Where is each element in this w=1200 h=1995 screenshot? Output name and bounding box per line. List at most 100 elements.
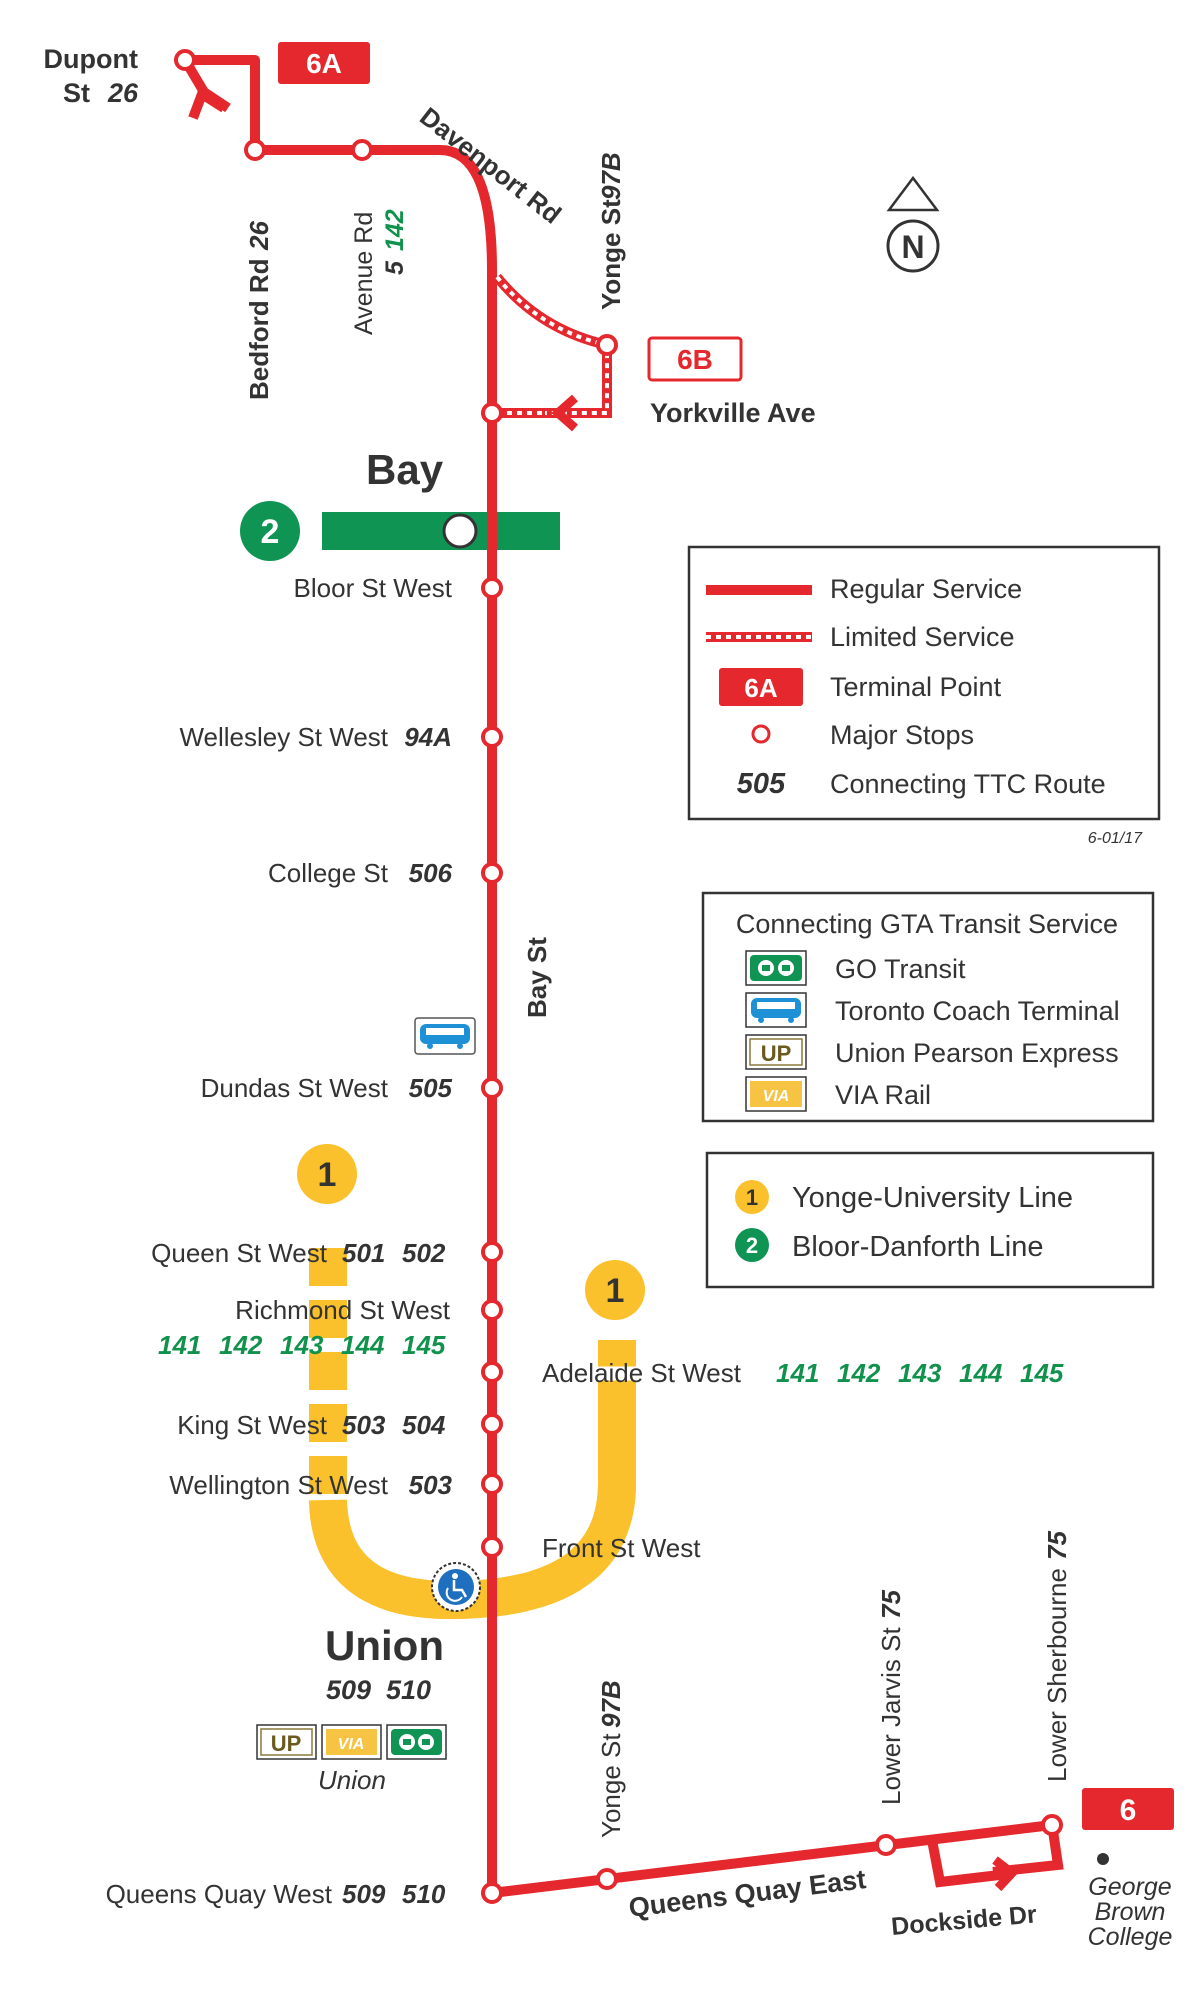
stop-yonge-north[interactable] — [596, 334, 618, 356]
richmond-route-142: 142 — [219, 1330, 263, 1360]
stop-queen[interactable] — [481, 1241, 503, 1263]
stop-yonge-south[interactable] — [596, 1868, 618, 1890]
line1-badge-west: 1 — [297, 1144, 357, 1204]
legend-connecting-label: Connecting TTC Route — [830, 769, 1106, 799]
stop-adelaide[interactable] — [481, 1361, 503, 1383]
legend-terminal-swatch — [719, 668, 803, 706]
queen-route-501: 501 — [342, 1238, 385, 1268]
stop-yorkville[interactable] — [481, 402, 503, 424]
king-label: King St West — [177, 1410, 328, 1440]
queens-quay-west-label: Queens Quay West — [106, 1879, 333, 1909]
adelaide-route-144: 144 — [959, 1358, 1003, 1388]
stop-lower-sherbourne[interactable] — [1041, 1814, 1063, 1836]
richmond-route-141: 141 — [158, 1330, 201, 1360]
george-brown-marker — [1097, 1853, 1109, 1865]
stop-king[interactable] — [481, 1413, 503, 1435]
stop-wellington[interactable] — [481, 1473, 503, 1495]
via-rail-icon: VIA — [745, 1076, 807, 1112]
legend-line1-number: 1 — [746, 1185, 758, 1210]
legend-subway: 1 Yonge-University Line 2 Bloor-Danforth… — [705, 1151, 1155, 1289]
wellesley-route: 94A — [404, 722, 452, 752]
union-route-509: 509 — [326, 1675, 371, 1705]
legend-regular-label: Regular Service — [830, 574, 1022, 604]
stop-dupont[interactable] — [174, 49, 196, 71]
route-dockside-arrow — [992, 1856, 1019, 1892]
wellington-route: 503 — [409, 1470, 453, 1500]
college-route: 506 — [409, 858, 453, 888]
union-via-icon: VIA — [321, 1724, 382, 1760]
richmond-route-143: 143 — [280, 1330, 324, 1360]
bay-st-label: Bay St — [522, 937, 552, 1018]
terminal-6-label: 6 — [1120, 1794, 1137, 1827]
stop-dundas[interactable] — [481, 1077, 503, 1099]
stop-queens-quay-west[interactable] — [481, 1882, 503, 1904]
terminal-6[interactable]: 6 — [1082, 1788, 1174, 1830]
stop-college[interactable] — [481, 862, 503, 884]
wellesley-label: Wellesley St West — [179, 722, 388, 752]
yonge-south-route: 97B — [596, 1680, 626, 1728]
adelaide-route-141: 141 — [776, 1358, 819, 1388]
stop-bedford[interactable] — [244, 139, 266, 161]
yorkville-label: Yorkville Ave — [650, 398, 816, 428]
bedford-route: 26 — [244, 221, 274, 251]
legend-major-swatch — [751, 724, 771, 744]
yonge-south-label: Yonge St — [596, 1733, 626, 1838]
yonge-north-label: Yonge St — [596, 199, 626, 310]
legend-line2-swatch — [735, 1228, 769, 1262]
route-main-line — [185, 55, 1057, 1898]
george-brown-1: George — [1088, 1873, 1171, 1901]
coach-terminal-icon — [745, 992, 807, 1028]
yorkville-arrow — [551, 394, 578, 432]
stop-wellesley[interactable] — [481, 726, 503, 748]
college-label: College St — [268, 858, 389, 888]
bloor-label: Bloor St West — [294, 573, 453, 603]
go-transit-icon — [745, 950, 807, 986]
bay-station-name: Bay — [366, 446, 444, 493]
avenue-route-142: 142 — [381, 209, 409, 251]
stop-richmond[interactable] — [481, 1299, 503, 1321]
legend-go-label: GO Transit — [835, 954, 966, 984]
legend-line2-label: Bloor-Danforth Line — [792, 1231, 1043, 1263]
stop-avenue[interactable] — [351, 139, 373, 161]
union-station-name: Union — [325, 1622, 444, 1669]
stop-front[interactable] — [481, 1536, 503, 1558]
yonge-north-route: 97B — [596, 152, 626, 200]
stop-lower-jarvis[interactable] — [875, 1834, 897, 1856]
lower-jarvis-label: Lower Jarvis St — [876, 1627, 906, 1805]
dupont-route: 26 — [107, 78, 139, 108]
bay-line-number: 2 — [261, 513, 280, 551]
legend-route-example: 505 — [737, 768, 786, 800]
adelaide-route-142: 142 — [837, 1358, 881, 1388]
svg-text:VIA: VIA — [338, 1736, 365, 1753]
union-up-icon: UP — [256, 1724, 317, 1760]
terminal-6b[interactable]: 6B — [647, 336, 743, 382]
route-dupont-arrow — [188, 86, 227, 120]
lower-sherbourne-label: Lower Sherbourne — [1042, 1568, 1072, 1782]
avenue-route-5: 5 — [381, 260, 409, 275]
lower-jarvis-route: 75 — [876, 1590, 906, 1619]
svg-text:UP: UP — [761, 1041, 792, 1066]
legend-up-label: Union Pearson Express — [835, 1038, 1119, 1068]
north-arrow: N — [886, 175, 940, 273]
legend-date-code: 6-01/17 — [1088, 830, 1143, 847]
richmond-route-144: 144 — [341, 1330, 385, 1360]
legend-major-label: Major Stops — [830, 720, 974, 750]
dundas-route: 505 — [409, 1073, 453, 1103]
stop-bloor[interactable] — [481, 577, 503, 599]
bay-station-marker[interactable] — [442, 513, 478, 549]
legend-coach-label: Toronto Coach Terminal — [835, 996, 1120, 1026]
line1-number-west: 1 — [318, 1156, 337, 1194]
legend-gta-title: Connecting GTA Transit Service — [736, 909, 1118, 939]
svg-text:UP: UP — [271, 1731, 302, 1756]
qqw-route-510: 510 — [402, 1879, 446, 1909]
up-express-icon: UP — [745, 1034, 807, 1070]
richmond-label: Richmond St West — [235, 1295, 451, 1325]
accessible-icon — [431, 1562, 481, 1612]
union-go-icon — [386, 1724, 447, 1760]
terminal-6a[interactable]: 6A — [278, 42, 370, 84]
adelaide-route-143: 143 — [898, 1358, 942, 1388]
qqw-route-509: 509 — [342, 1879, 386, 1909]
legend-line1-label: Yonge-University Line — [792, 1182, 1073, 1214]
legend-service: Regular Service Limited Service 6A Termi… — [687, 545, 1161, 847]
george-brown-3: College — [1088, 1923, 1173, 1951]
